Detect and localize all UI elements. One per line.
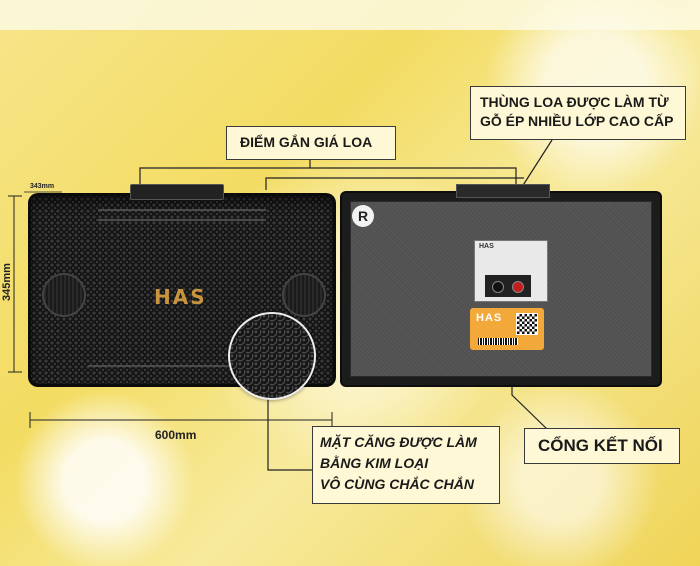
top-light-strip	[0, 0, 700, 30]
grille-magnifier	[228, 312, 316, 400]
sticker-logo: HAS	[476, 312, 503, 324]
grille-top-band	[98, 209, 266, 221]
callout-connector-text: CỔNG KẾT NỐI	[538, 436, 663, 455]
callout-grille-line3: VÔ CÙNG CHẮC CHẮN	[320, 476, 474, 492]
callout-connector	[524, 428, 680, 464]
callout-cabinet	[470, 86, 686, 140]
binding-post-red	[512, 281, 524, 293]
tweeter-left	[42, 273, 86, 317]
right-channel-mark: R	[352, 205, 374, 227]
tweeter-right	[282, 273, 326, 317]
grille-bottom-band	[88, 365, 276, 373]
callout-grille-line2: BẰNG KIM LOẠI	[320, 455, 429, 471]
callout-grille	[312, 426, 500, 504]
callout-cabinet-line1: THÙNG LOA ĐƯỢC LÀM TỪ	[480, 94, 669, 110]
plate-brand: HAS	[479, 243, 494, 250]
mount-bracket-front	[130, 184, 224, 200]
mount-bracket-back	[456, 184, 550, 198]
qr-code	[516, 313, 538, 335]
callout-mount-point	[226, 126, 396, 160]
width-label: 600mm	[155, 428, 197, 442]
callout-grille-line1: MẶT CĂNG ĐƯỢC LÀM	[320, 434, 477, 450]
barcode	[478, 338, 518, 345]
binding-post-black	[492, 281, 504, 293]
height-label: 345mm	[0, 263, 13, 301]
callout-mount-point-text: ĐIỂM GẮN GIÁ LOA	[240, 134, 373, 150]
callout-cabinet-line2: GỖ ÉP NHIỀU LỚP CAO CẤP	[480, 113, 674, 129]
speaker-logo: HAS	[154, 285, 207, 309]
depth-label: 343mm	[30, 183, 55, 190]
